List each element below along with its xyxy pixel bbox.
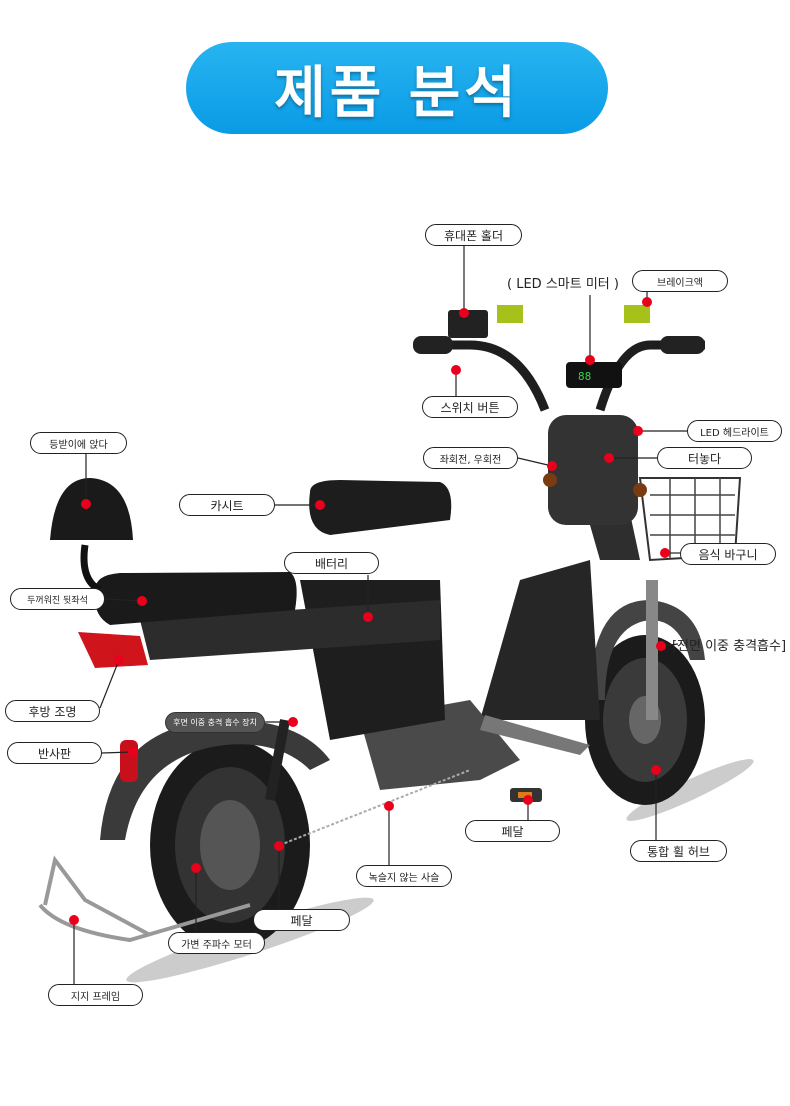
label-motor: 가변 주파수 모터 <box>168 932 265 954</box>
label-battery: 배터리 <box>284 552 379 574</box>
label-rear-pedal: 페달 <box>253 909 350 931</box>
marker-rear-shock <box>288 717 298 727</box>
front-wheel <box>585 635 705 805</box>
marker-key-slot <box>604 453 614 463</box>
marker-led-meter <box>585 355 595 365</box>
marker-brake-fluid <box>642 297 652 307</box>
reflector <box>120 740 138 782</box>
label-turn-signals: 좌회전, 우회전 <box>423 447 518 469</box>
marker-motor <box>191 863 201 873</box>
label-support-frame: 지지 프레임 <box>48 984 143 1006</box>
label-reflector: 반사판 <box>7 742 102 764</box>
marker-rear-seat <box>137 596 147 606</box>
label-front-pedal: 페달 <box>465 820 560 842</box>
marker-rear-light <box>114 655 124 665</box>
banner-title: 제품 분석 <box>274 60 520 126</box>
marker-chain <box>384 801 394 811</box>
label-switch-button: 스위치 버튼 <box>422 396 518 418</box>
marker-led-headlight <box>633 426 643 436</box>
marker-switch-button <box>451 365 461 375</box>
marker-car-seat <box>315 500 325 510</box>
label-front-shock: [전면 이중 충격흡수] <box>671 638 787 654</box>
label-brake-fluid: 브레이크액 <box>632 270 728 292</box>
label-rear-shock: 후면 이중 충격 흡수 장치 <box>165 712 265 733</box>
label-chain: 녹슬지 않는 사슬 <box>356 865 452 887</box>
marker-wheel-hub <box>651 765 661 775</box>
label-led-headlight: LED 헤드라이트 <box>687 420 782 442</box>
title-banner: 제품 분석 <box>186 42 608 134</box>
marker-support-frame <box>69 915 79 925</box>
label-food-basket: 음식 바구니 <box>680 543 776 565</box>
led-meter-display <box>566 362 622 388</box>
marker-turn-signals <box>547 461 557 471</box>
marker-backrest <box>81 499 91 509</box>
rear-light <box>78 632 148 668</box>
label-phone-holder: 휴대폰 홀더 <box>425 224 522 246</box>
label-car-seat: 카시트 <box>179 494 275 516</box>
label-key-slot: 터놓다 <box>657 447 752 469</box>
label-rear-seat: 두꺼워진 뒷좌석 <box>10 588 105 610</box>
label-rear-light: 후방 조명 <box>5 700 100 722</box>
marker-phone-holder <box>459 308 469 318</box>
svg-text:88: 88 <box>578 370 591 383</box>
marker-front-pedal <box>523 795 533 805</box>
label-wheel-hub: 통합 휠 허브 <box>630 840 727 862</box>
marker-rear-pedal <box>274 841 284 851</box>
marker-reflector <box>128 747 138 757</box>
label-led-meter: ( LED 스마트 미터 ) <box>507 276 619 292</box>
marker-front-shock <box>656 641 666 651</box>
marker-food-basket <box>660 548 670 558</box>
label-backrest: 등받이에 앉다 <box>30 432 127 454</box>
marker-battery <box>363 612 373 622</box>
